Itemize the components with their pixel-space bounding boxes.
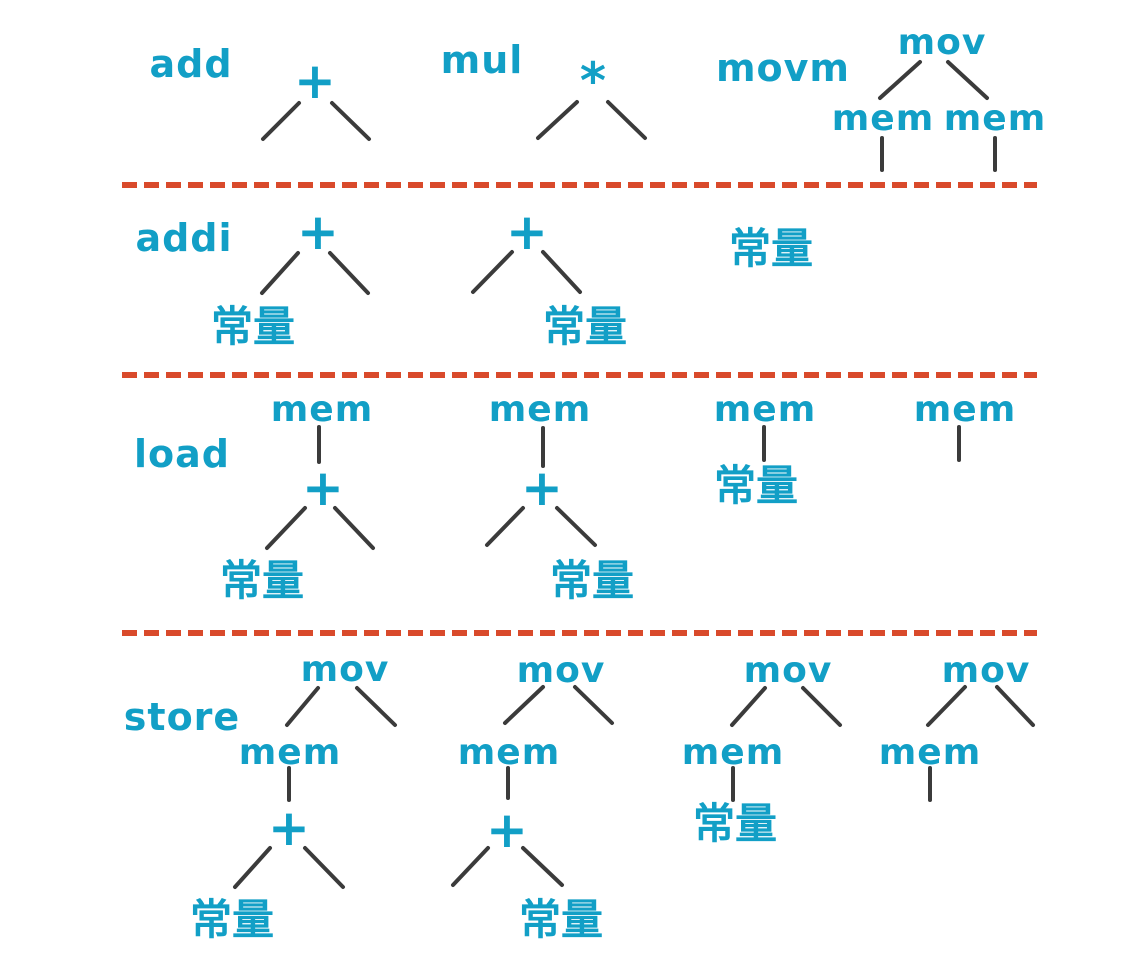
tree-edge xyxy=(995,685,1035,727)
tree-node-mem: mem xyxy=(913,389,1017,430)
tree-node-const: 常量 xyxy=(549,556,635,605)
tree-edge xyxy=(303,846,345,889)
tree-node-mem: mem xyxy=(270,389,374,430)
tree-node-mem: mem xyxy=(681,732,785,773)
tree-edge xyxy=(801,686,842,727)
tree-edge xyxy=(355,686,397,727)
tree-node-mem: mem xyxy=(238,732,342,773)
tree-node-const: 常量 xyxy=(518,895,604,944)
tree-node-mem: mem xyxy=(878,732,982,773)
instruction-label-load: load xyxy=(134,432,230,476)
tree-node-mov: mov xyxy=(941,650,1031,691)
tree-edge xyxy=(285,686,320,727)
tree-edge xyxy=(521,846,564,887)
tree-node-const: 常量 xyxy=(219,556,305,605)
tree-node-plus: + xyxy=(302,459,344,517)
instruction-label-mul: mul xyxy=(440,38,524,82)
tree-edge xyxy=(451,846,490,887)
tree-edge xyxy=(485,506,525,547)
tree-node-const: 常量 xyxy=(210,302,296,351)
tree-edge xyxy=(503,685,545,725)
tree-node-const: 常量 xyxy=(189,895,275,944)
tree-edge xyxy=(265,506,307,550)
tree-edge xyxy=(333,506,375,550)
tree-node-const: 常量 xyxy=(692,799,778,848)
tree-node-plus: + xyxy=(486,801,528,859)
tree-edge xyxy=(946,60,989,100)
tree-node-plus: + xyxy=(297,203,339,261)
instruction-label-addi: addi xyxy=(135,216,233,260)
tree-node-mem: mem xyxy=(831,98,935,139)
tree-edge xyxy=(573,685,614,725)
tree-node-const: 常量 xyxy=(542,302,628,351)
tree-node-mem: mem xyxy=(457,732,561,773)
tree-edge xyxy=(260,251,300,295)
divider-line xyxy=(122,372,1037,378)
tree-edge xyxy=(555,506,597,547)
tree-edge xyxy=(878,60,922,100)
tree-node-plus: + xyxy=(506,203,548,261)
tree-node-mov: mov xyxy=(516,650,606,691)
instruction-label-add: add xyxy=(149,42,233,86)
tree-edge xyxy=(541,250,582,294)
tree-edge xyxy=(471,250,514,294)
tree-edge xyxy=(730,686,767,727)
tree-node-const: 常量 xyxy=(713,461,799,510)
divider-line xyxy=(122,182,1037,188)
tree-edge xyxy=(330,101,371,141)
instruction-label-movm: movm xyxy=(715,46,851,90)
tree-edge xyxy=(233,846,272,889)
tree-node-plus: + xyxy=(268,799,310,857)
tree-node-mov: mov xyxy=(300,649,390,690)
tree-edge xyxy=(926,685,967,727)
tree-edge xyxy=(606,100,647,140)
tree-node-mem: mem xyxy=(943,98,1047,139)
instruction-label-store: store xyxy=(123,695,241,739)
divider-line xyxy=(122,630,1037,636)
tree-edge xyxy=(536,100,579,140)
tree-node-mem: mem xyxy=(488,389,592,430)
tree-edge xyxy=(328,251,370,295)
tree-node-plus: + xyxy=(521,459,563,517)
tree-node-plus: + xyxy=(294,52,336,110)
tree-node-const: 常量 xyxy=(728,224,814,273)
tree-node-mov: mov xyxy=(897,22,987,63)
tree-node-star: * xyxy=(579,52,607,110)
tree-node-mem: mem xyxy=(713,389,817,430)
tree-edge xyxy=(261,101,301,141)
tree-node-mov: mov xyxy=(743,650,833,691)
